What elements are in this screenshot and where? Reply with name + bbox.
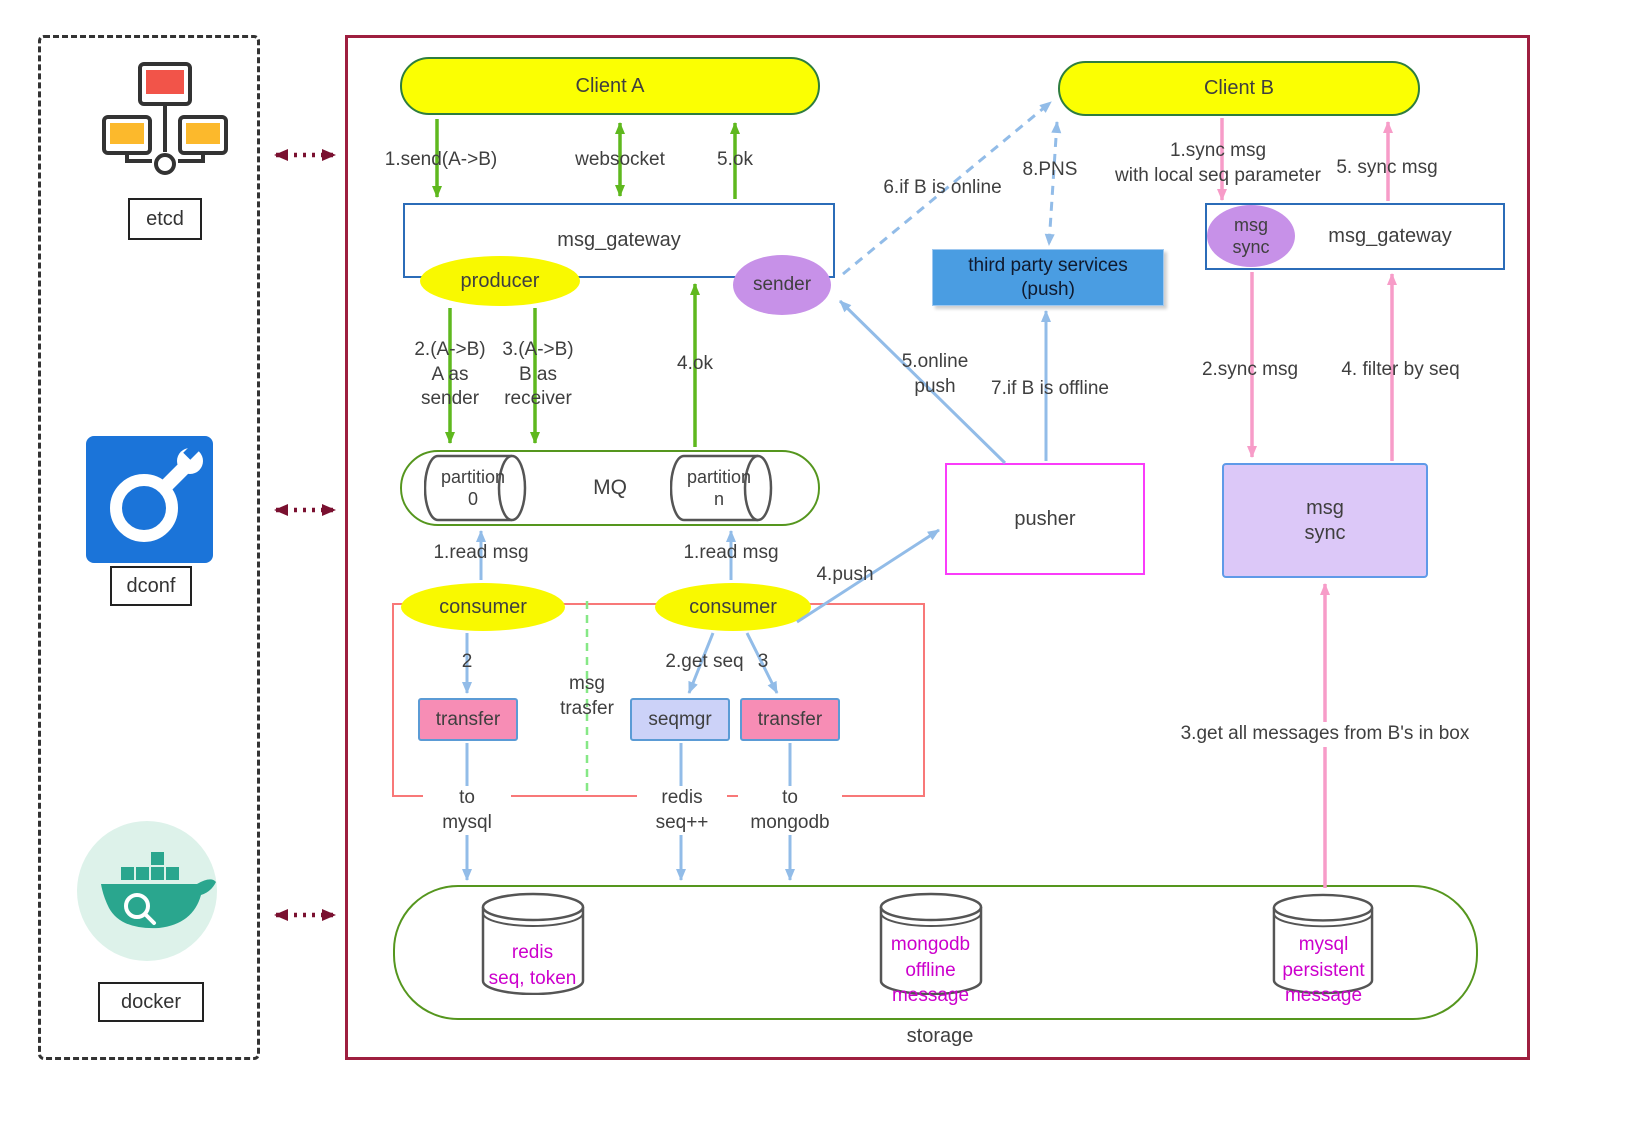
label-4push: 4.push [816, 564, 874, 585]
etcd-label-box: etcd [128, 198, 202, 240]
mysql-db-label: mysql persistent message [1282, 934, 1365, 1007]
label-read-msg-right: 1.read msg [683, 542, 779, 563]
msg-sync-box-label: msg sync [1304, 496, 1346, 544]
etcd-icon [100, 62, 230, 190]
sidebar-panel [38, 35, 260, 1060]
label-redis-seq: redis seq++ [637, 786, 727, 836]
transfer-right-label: transfer [757, 708, 823, 730]
label-send: 1.send(A->B) [384, 149, 498, 170]
label-4ok: 4.ok [677, 353, 713, 374]
partition-n-cylinder-icon [669, 452, 776, 524]
pusher-node: pusher [945, 463, 1145, 575]
msg-gateway-left-label: msg_gateway [557, 229, 681, 251]
label-1-sync-msg: 1.sync msg with local seq parameter [1115, 140, 1321, 186]
client-a-label: Client A [575, 74, 645, 97]
seqmgr-label: seqmgr [648, 708, 712, 730]
sender-label: sender [752, 274, 812, 295]
third-party-services-node: third party services (push) [932, 249, 1164, 306]
pusher-label: pusher [1014, 507, 1076, 530]
main-panel [345, 35, 1530, 1060]
consumer-right-ellipse: consumer [655, 583, 811, 631]
docker-label-box: docker [98, 982, 204, 1022]
label-3-get-all: 3.get all messages from B's in box [1160, 722, 1490, 747]
consumer-right-label: consumer [689, 595, 777, 618]
consumer-left-label: consumer [439, 595, 527, 618]
label-step3: 3 [757, 651, 769, 672]
label-to-mongodb: to mongodb [738, 786, 842, 836]
partition-0-label: partition 0 [440, 466, 506, 510]
label-websocket: websocket [575, 149, 665, 170]
mysql-db-icon [1271, 891, 1375, 995]
label-2-sync-msg: 2.sync msg [1201, 359, 1299, 380]
label-7-if-b-offline: 7.if B is offline [991, 378, 1109, 399]
label-msg-trasfer: msg trasfer [560, 673, 614, 719]
mongodb-db-label: mongodb offline message [890, 934, 971, 1007]
seqmgr-node: seqmgr [630, 698, 730, 741]
label-4-filter-by-seq: 4. filter by seq [1341, 359, 1460, 380]
label-5-online-push: 5.online push [901, 351, 969, 397]
consumer-left-ellipse: consumer [401, 583, 565, 631]
transfer-left-node: transfer [418, 698, 518, 741]
redis-db-icon [480, 891, 586, 996]
client-b-label: Client B [1203, 77, 1275, 99]
sender-ellipse: sender [733, 255, 831, 315]
msg-gateway-right-label: msg_gateway [1328, 225, 1452, 247]
label-2-get-seq: 2.get seq [665, 651, 744, 672]
msg-sync-ellipse: msg sync [1207, 205, 1295, 267]
transfer-left-label: transfer [435, 708, 501, 730]
redis-db-label: redis seq, token [488, 942, 577, 989]
msg-sync-ellipse-label: msg sync [1232, 214, 1270, 258]
transfer-right-node: transfer [740, 698, 840, 741]
etcd-label: etcd [146, 207, 184, 230]
producer-label: producer [460, 269, 540, 292]
msg-sync-box-node: msg sync [1222, 463, 1428, 578]
mq-label: MQ [593, 476, 627, 499]
label-8-pns: 8.PNS [1022, 159, 1078, 180]
client-a-node: Client A [400, 57, 820, 115]
docker-label: docker [120, 990, 182, 1013]
label-5ok: 5.ok [717, 149, 753, 170]
dconf-icon [82, 432, 217, 567]
partition-n-label: partition n [686, 466, 752, 510]
storage-label: storage [906, 1024, 974, 1047]
label-5-sync-msg: 5. sync msg [1336, 157, 1438, 178]
label-b-as-receiver: 3.(A->B) B as receiver [502, 339, 574, 410]
label-6-if-b-online: 6.if B is online [883, 177, 1002, 198]
dconf-label: dconf [126, 574, 176, 597]
docker-icon [75, 816, 220, 966]
partition-0-cylinder-icon [423, 452, 530, 524]
dconf-label-box: dconf [110, 566, 192, 606]
label-to-mysql: to mysql [423, 786, 511, 836]
label-read-msg-left: 1.read msg [433, 542, 529, 563]
third-party-services-label: third party services (push) [968, 254, 1128, 300]
label-step2: 2 [461, 651, 473, 672]
producer-ellipse: producer [420, 256, 580, 306]
client-b-node: Client B [1058, 61, 1420, 116]
mongodb-db-icon [878, 891, 984, 996]
